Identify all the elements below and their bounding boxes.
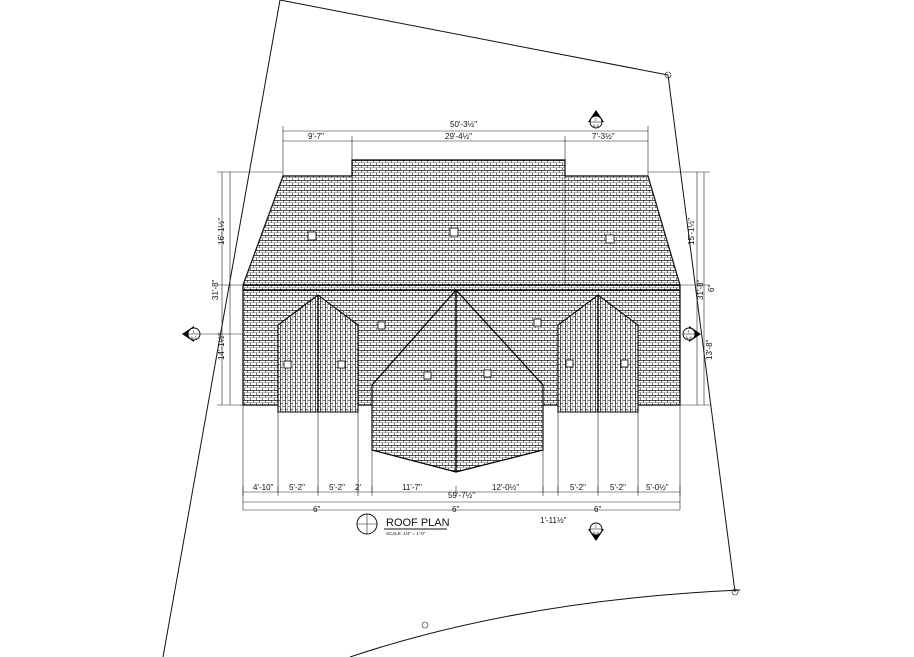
- dim-bottom-left: 6": [313, 505, 320, 514]
- dim-left-lower: 14'-1½": [217, 333, 226, 360]
- section-marker-right-number: 1: [688, 329, 691, 334]
- section-marker-bottom: 2 A-6: [588, 522, 604, 541]
- section-marker-bottom-sheet: A-6: [593, 530, 600, 535]
- section-marker-left-number: 1: [193, 329, 196, 334]
- section-marker-right: 1 A-6: [682, 326, 701, 342]
- bottom-segment-labels: 4'-10" 5'-2" 5'-2" 2' 11'-7" 12'-0½" 5'-2" 5'-2…: [242, 483, 681, 496]
- dim-right-total: 31'-8": [696, 279, 705, 300]
- dim-bottom-overall: 59'-7½": [448, 491, 475, 500]
- dim-bottom-segment: 5'-2": [610, 483, 626, 492]
- bottom-dimensions: [243, 491, 680, 511]
- dim-bottom-segment: 5'-0½": [646, 483, 669, 492]
- dim-bottom-segment: 2': [355, 483, 361, 492]
- section-marker-top-number: 2: [595, 117, 598, 122]
- section-marker-right-sheet: A-6: [686, 335, 693, 340]
- drawing-scale: SCALE: 1/4" = 1'-0": [386, 531, 426, 536]
- dim-bottom-extra: 1'-11½": [540, 516, 567, 525]
- top-dimensions: [282, 126, 649, 176]
- dim-bottom-mid: 6": [452, 505, 459, 514]
- dim-bottom-segment: 11'-7": [402, 483, 422, 492]
- dim-bottom-segment: 5'-2": [289, 483, 305, 492]
- section-marker-bottom-number: 2: [595, 524, 598, 529]
- section-marker-left-sheet: A-6: [191, 335, 198, 340]
- dim-right-upper: 15'-1½": [687, 218, 696, 245]
- dim-bottom-segment: 12'-0½": [492, 483, 519, 492]
- dim-left-upper: 16'-1½": [217, 218, 226, 245]
- dim-bottom-segment: 5'-2": [570, 483, 586, 492]
- section-marker-top: 2 A-6: [588, 110, 604, 129]
- drawing-title: ROOF PLAN: [386, 517, 450, 529]
- dim-bottom-segment: 5'-2": [329, 483, 345, 492]
- dim-top-left: 9'-7": [308, 132, 324, 141]
- right-dimensions: [648, 171, 710, 406]
- dim-bottom-segment: 4'-10": [253, 483, 274, 492]
- section-marker-left: 1 A-6: [182, 326, 243, 342]
- roof-gables: [277, 289, 639, 473]
- roof-plan-title-block: [356, 513, 447, 535]
- dim-top-inner: 29'-4½": [445, 132, 472, 141]
- dim-bottom-right: 6": [594, 505, 601, 514]
- dim-top-right: 7'-3½": [592, 132, 615, 141]
- dim-right-lower: 13'-8": [705, 339, 714, 360]
- roof-vents: [283, 227, 629, 380]
- left-dimensions: [217, 171, 283, 406]
- section-marker-top-sheet: A-6: [593, 123, 600, 128]
- dim-left-total: 31'-8": [211, 279, 220, 300]
- dim-right-side: 6": [707, 285, 716, 292]
- property-lines: [162, 0, 741, 657]
- dim-overall-top: 50'-3½": [450, 120, 477, 129]
